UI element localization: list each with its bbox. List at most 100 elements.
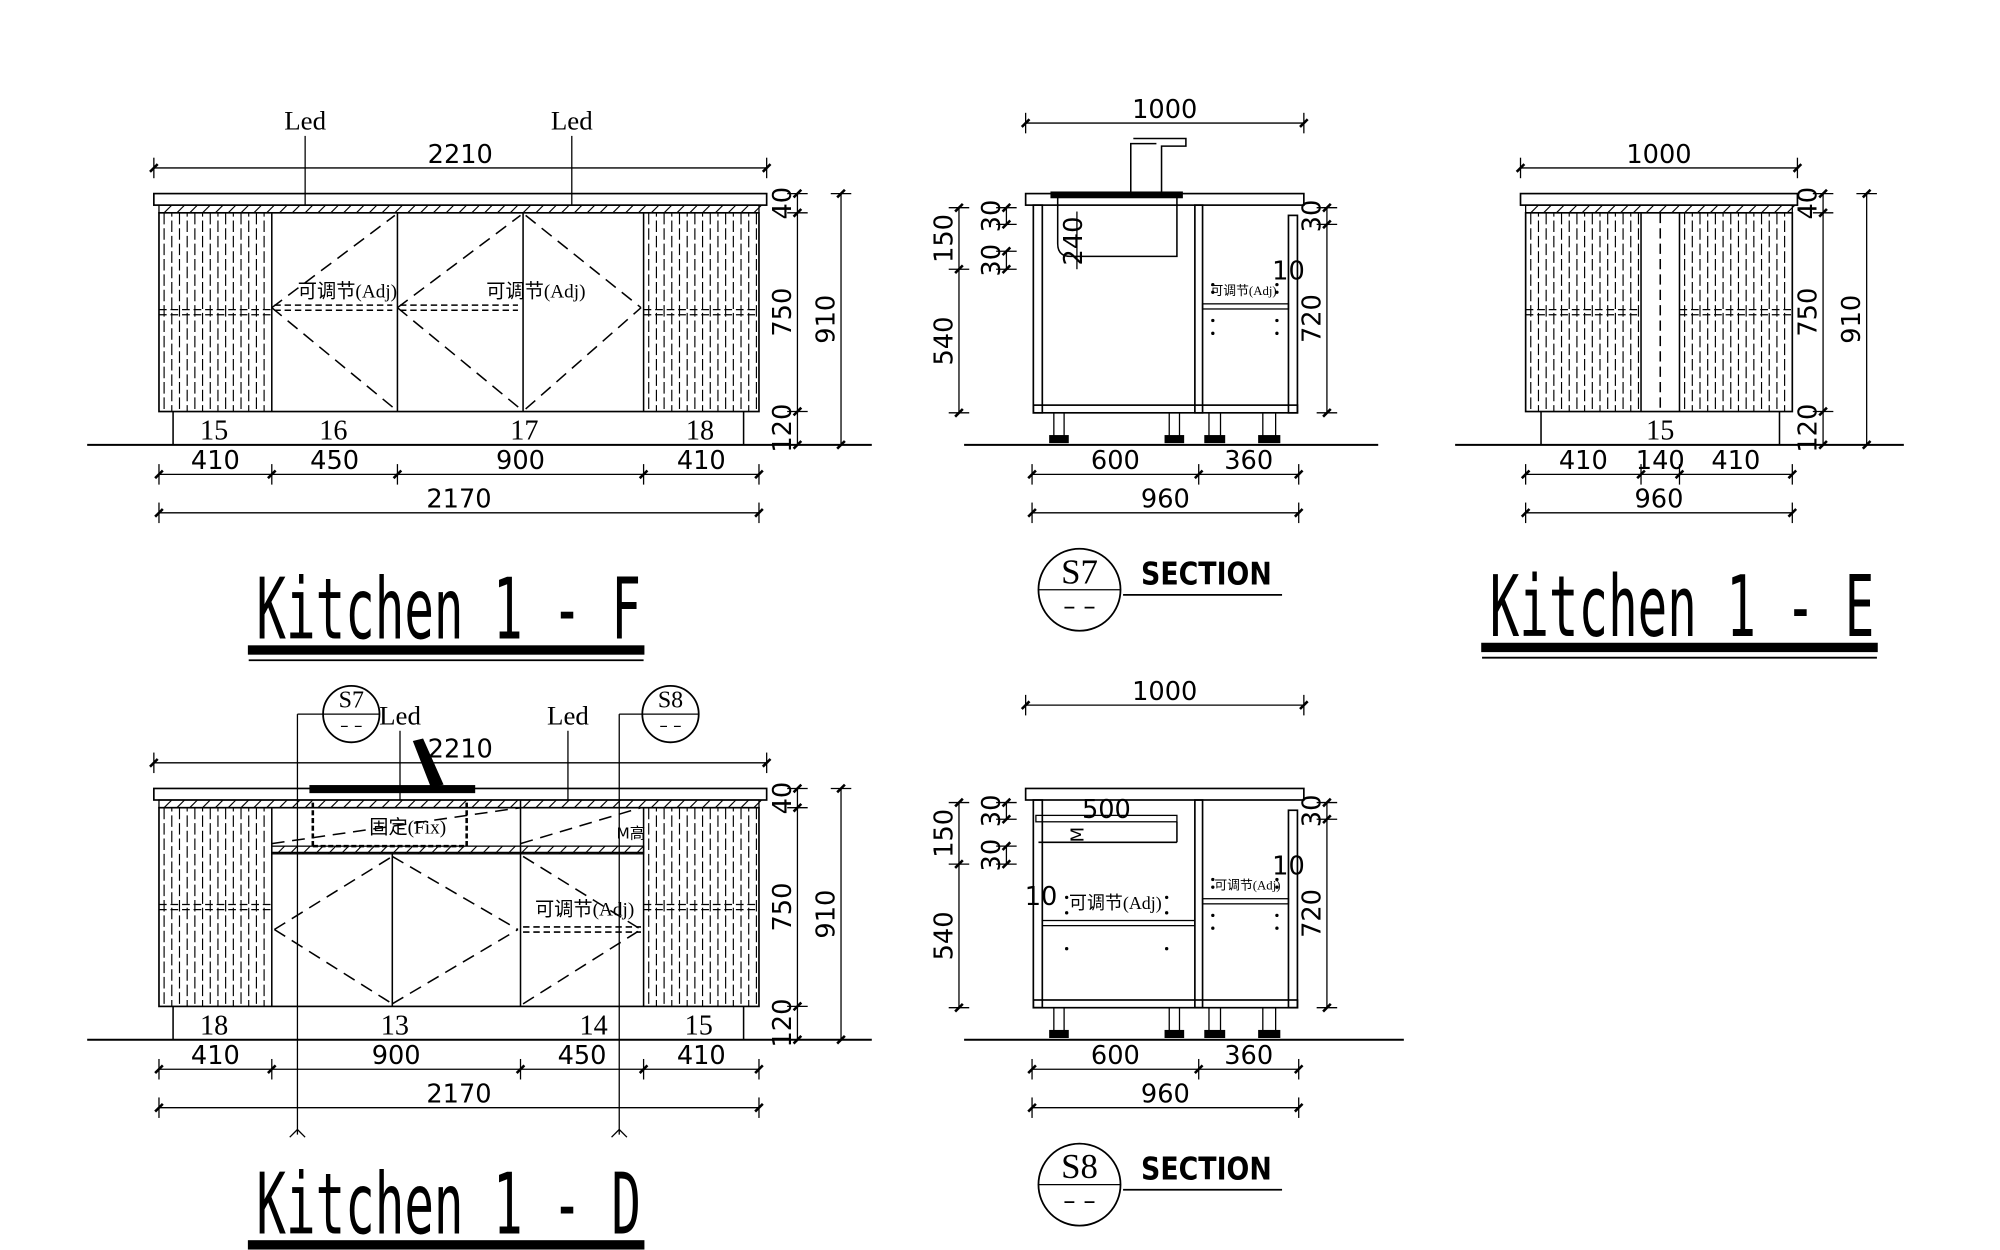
hatch-line xyxy=(586,799,596,809)
left-height-dim-label: 150 xyxy=(930,809,960,858)
hatch-line xyxy=(599,204,609,214)
rail-dim-label: 30 xyxy=(977,795,1007,828)
total-height-dim-label: 910 xyxy=(812,295,842,344)
bottom-panel xyxy=(1032,404,1299,414)
door-swing-line xyxy=(525,307,642,410)
hatch-line xyxy=(1722,204,1732,214)
dimension-tick xyxy=(1027,469,1037,480)
hatch-line xyxy=(394,204,403,214)
hatch-line xyxy=(202,204,211,214)
leg-foot xyxy=(1164,1029,1185,1039)
right-height-dim-label: 30 xyxy=(1298,200,1328,233)
adjustable-leg xyxy=(1168,1007,1181,1034)
left-height-dim-label: 540 xyxy=(930,317,960,366)
hatch-line xyxy=(443,845,452,855)
hatch-line xyxy=(404,845,414,855)
dimension-tick xyxy=(954,202,964,213)
dimension-tick xyxy=(154,469,164,480)
door-swing-line xyxy=(273,855,393,931)
fluted-panel xyxy=(1684,212,1786,412)
gap-label: 10 xyxy=(1272,851,1305,881)
hatch-line xyxy=(445,799,455,809)
hatch-line xyxy=(1773,204,1783,214)
shelf xyxy=(1201,898,1290,905)
shelf-pin xyxy=(1275,913,1279,918)
adj-label: 可调节(Adj) xyxy=(486,280,585,302)
shelf-pin xyxy=(1211,885,1215,889)
height-dim-label: 750 xyxy=(768,288,798,337)
hatch-line xyxy=(1684,204,1693,214)
dimension-tick xyxy=(638,1064,649,1074)
rail-dim-label: 30 xyxy=(977,244,1007,277)
hatch-line xyxy=(753,204,762,214)
hatch-line xyxy=(163,799,173,809)
section-marker-sub: – – xyxy=(1063,591,1095,620)
hatch-line xyxy=(663,204,673,214)
hatch-line xyxy=(702,204,711,214)
hatch-line xyxy=(558,845,568,855)
height-label: M高 xyxy=(616,824,645,842)
sink-rim xyxy=(1050,191,1183,199)
shelf-pin xyxy=(1275,926,1279,930)
cabinet-body xyxy=(158,806,760,1008)
dimension-tick xyxy=(638,469,649,480)
leg-foot xyxy=(1258,1029,1281,1039)
fluted-panel xyxy=(648,212,757,412)
dimension-tick xyxy=(792,802,803,813)
adjustable-leg xyxy=(1208,1007,1222,1034)
hatch-line xyxy=(420,204,429,214)
section-marker-s7-id: S7 xyxy=(339,688,364,714)
hatched-strip xyxy=(158,204,760,214)
panel-number: 15 xyxy=(685,1011,713,1042)
dimension-tick xyxy=(754,1064,764,1074)
hatch-line xyxy=(458,204,468,214)
cut-arrow xyxy=(618,1129,628,1138)
hatch-line xyxy=(381,799,391,809)
dimension-tick xyxy=(792,208,803,218)
dimension-tick xyxy=(1322,1002,1332,1013)
dimension-tick xyxy=(954,264,964,274)
shelf-pin xyxy=(1065,895,1069,900)
drawer-bottom xyxy=(1035,814,1178,823)
hatch-line xyxy=(650,204,660,214)
hatch-line xyxy=(317,799,327,809)
dimension-tick xyxy=(954,408,964,418)
hatch-line xyxy=(240,204,250,214)
dimension-tick xyxy=(1001,264,1012,274)
panel-number: 15 xyxy=(1646,416,1674,447)
dimension-tick xyxy=(154,1102,164,1113)
hatch-line xyxy=(573,799,583,809)
cut-arrow xyxy=(611,1129,620,1138)
overall-bottom-dim-label: 960 xyxy=(1141,485,1190,515)
hatch-line xyxy=(548,204,557,214)
dimension-tick xyxy=(1792,163,1803,173)
hatched-strip xyxy=(271,845,645,855)
hatch-line xyxy=(1786,204,1796,214)
hatch-line xyxy=(202,799,211,809)
dimension-tick xyxy=(754,469,764,480)
adjustable-leg xyxy=(1262,1007,1277,1034)
hatch-line xyxy=(343,204,352,214)
dimension-tick xyxy=(1818,406,1828,417)
dimension-tick xyxy=(754,508,764,518)
fluted-panel xyxy=(163,212,265,412)
width-dim-label: 450 xyxy=(310,446,359,476)
dimension-tick xyxy=(1027,1064,1037,1074)
hatch-line xyxy=(507,845,516,855)
drawer-width-label: 500 xyxy=(1082,795,1131,825)
hatch-line xyxy=(302,845,311,855)
hatch-line xyxy=(407,204,416,214)
dimension-tick xyxy=(1001,797,1012,808)
left-height-dim-label: 150 xyxy=(930,214,960,263)
hatch-line xyxy=(266,799,275,809)
drawer-line xyxy=(520,806,642,845)
dimension-tick xyxy=(836,188,846,199)
adjustable-leg xyxy=(1053,412,1065,440)
hatch-line xyxy=(740,204,750,214)
hatch-line xyxy=(663,799,673,809)
countertop xyxy=(153,192,768,206)
dimension-tick xyxy=(1299,118,1309,128)
dimension-tick xyxy=(836,1034,846,1045)
height-dim-label: 120 xyxy=(768,404,798,453)
